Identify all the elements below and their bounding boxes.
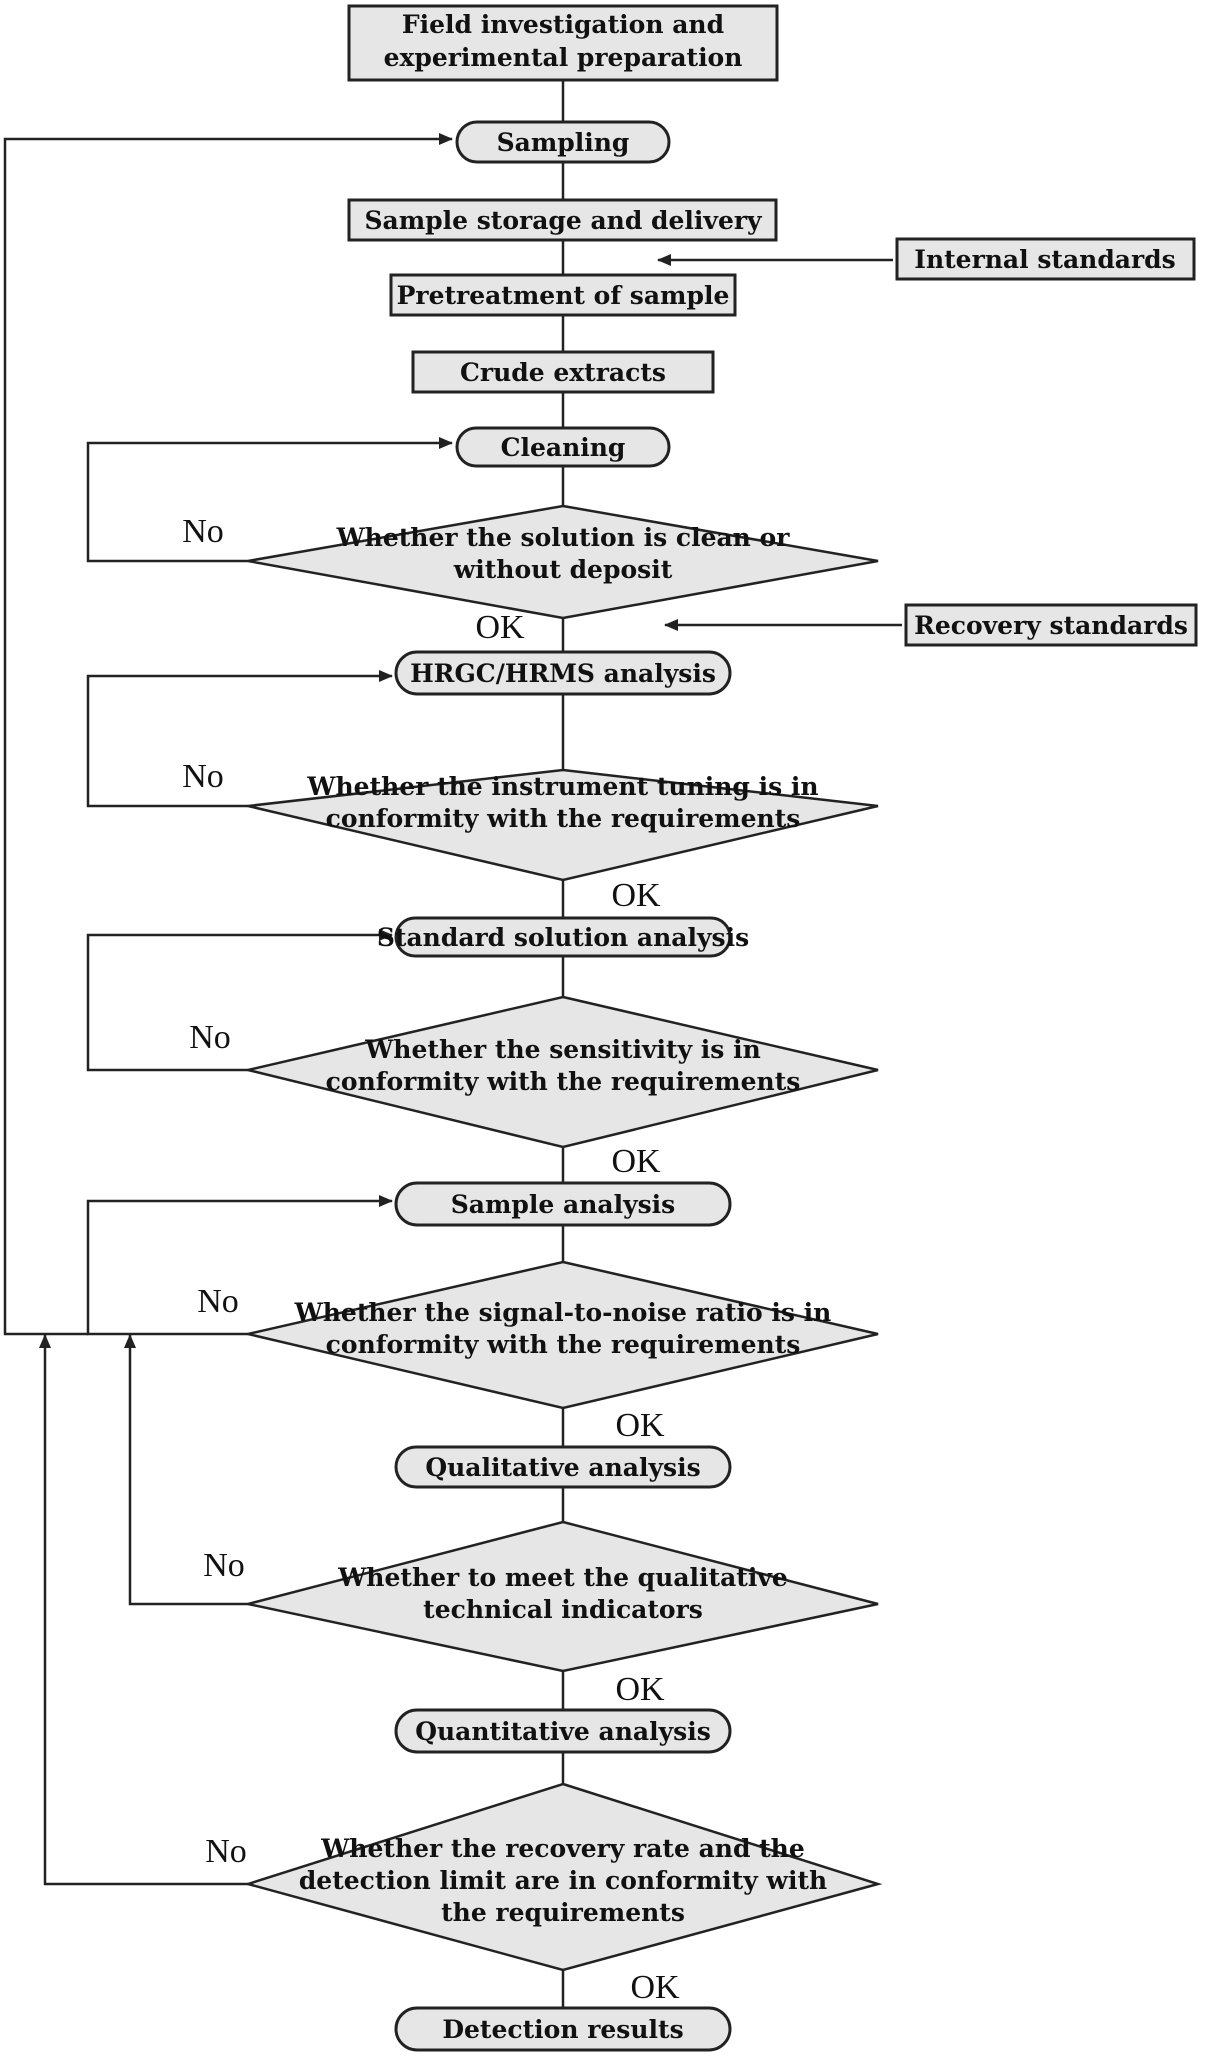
- sample-analysis-label: Sample analysis: [451, 1190, 676, 1219]
- branch-labels: No OK No OK No OK No OK No OK No OK: [182, 513, 680, 2006]
- recovery-standards-node: Recovery standards: [904, 603, 1198, 647]
- internal-standards-label: Internal standards: [914, 245, 1175, 274]
- standard-solution-node: Standard solution analysis: [377, 916, 749, 958]
- storage-label: Sample storage and delivery: [364, 206, 763, 235]
- no-label-clean: No: [182, 513, 224, 550]
- decision-snr: Whether the signal-to-noise ratio is in …: [247, 1260, 879, 1410]
- storage-node: Sample storage and delivery: [347, 198, 778, 242]
- ok-label-qualitative: OK: [615, 1671, 665, 1708]
- hrgc-node: HRGC/HRMS analysis: [394, 650, 732, 696]
- no-label-qualitative: No: [203, 1547, 245, 1584]
- internal-standards-node: Internal standards: [895, 237, 1196, 281]
- sampling-label: Sampling: [497, 128, 630, 157]
- decision-snr-line-1: Whether the signal-to-noise ratio is in: [294, 1298, 832, 1327]
- sample-analysis-node: Sample analysis: [394, 1181, 732, 1227]
- no-label-sensitivity: No: [189, 1019, 231, 1056]
- decision-tuning: Whether the instrument tuning is in conf…: [247, 768, 879, 882]
- no-label-tuning: No: [182, 758, 224, 795]
- decision-sensitivity-line-2: conformity with the requirements: [326, 1067, 801, 1096]
- decision-recovery-line-3: the requirements: [441, 1898, 685, 1927]
- ok-label-sensitivity: OK: [611, 1143, 661, 1180]
- decision-tuning-line-1: Whether the instrument tuning is in: [306, 772, 818, 801]
- sampling-node: Sampling: [455, 120, 671, 164]
- decision-qualitative-line-1: Whether to meet the qualitative: [337, 1563, 788, 1592]
- decision-clean-line-1: Whether the solution is clean or: [336, 523, 791, 552]
- field-investigation-box: Field investigation and experimental pre…: [347, 4, 779, 82]
- side-input-arrows: [657, 254, 902, 631]
- decision-recovery-line-2: detection limit are in conformity with: [299, 1866, 827, 1895]
- decision-qualitative-line-2: technical indicators: [423, 1595, 703, 1624]
- decision-snr-line-2: conformity with the requirements: [326, 1330, 801, 1359]
- quantitative-node: Quantitative analysis: [394, 1708, 732, 1754]
- detection-results-node: Detection results: [394, 2006, 732, 2052]
- crude-extracts-node: Crude extracts: [411, 350, 715, 394]
- decision-clean-line-2: without deposit: [453, 555, 673, 584]
- no-label-recovery: No: [205, 1833, 247, 1870]
- quantitative-label: Quantitative analysis: [415, 1717, 711, 1746]
- no-label-snr: No: [197, 1283, 239, 1320]
- ok-label-tuning: OK: [611, 877, 661, 914]
- field-line-2: experimental preparation: [384, 43, 743, 72]
- qualitative-label: Qualitative analysis: [425, 1453, 700, 1482]
- decision-recovery-rate: Whether the recovery rate and the detect…: [243, 1782, 883, 1972]
- field-line-1: Field investigation and: [402, 10, 724, 39]
- ok-label-clean: OK: [475, 609, 525, 646]
- recovery-standards-label: Recovery standards: [914, 611, 1188, 640]
- decision-sensitivity-line-1: Whether the sensitivity is in: [364, 1035, 761, 1064]
- decision-tuning-line-2: conformity with the requirements: [326, 804, 801, 833]
- standard-solution-label: Standard solution analysis: [377, 923, 749, 952]
- pretreatment-label: Pretreatment of sample: [397, 281, 730, 310]
- feedback-loops: [3, 133, 453, 1886]
- decision-qualitative-indicators: Whether to meet the qualitative technica…: [247, 1520, 879, 1673]
- ok-label-recovery: OK: [630, 1969, 680, 2006]
- decision-sensitivity: Whether the sensitivity is in conformity…: [247, 995, 879, 1149]
- detection-results-label: Detection results: [442, 2015, 683, 2044]
- crude-extracts-label: Crude extracts: [460, 358, 666, 387]
- decision-recovery-line-1: Whether the recovery rate and the: [320, 1834, 805, 1863]
- pretreatment-node: Pretreatment of sample: [389, 273, 737, 317]
- ok-label-snr: OK: [615, 1407, 665, 1444]
- cleaning-label: Cleaning: [501, 433, 626, 462]
- decision-clean: Whether the solution is clean or without…: [247, 504, 879, 620]
- qualitative-node: Qualitative analysis: [394, 1445, 732, 1489]
- cleaning-node: Cleaning: [455, 426, 671, 468]
- hrgc-label: HRGC/HRMS analysis: [410, 659, 716, 688]
